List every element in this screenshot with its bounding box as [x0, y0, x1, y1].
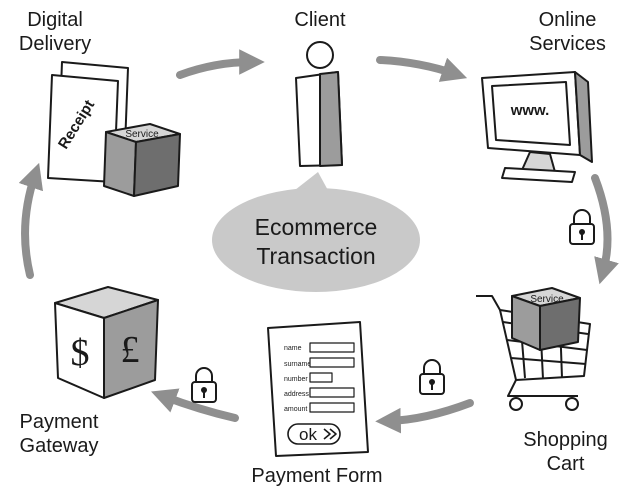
label-shopping-cart: Shopping Cart	[508, 428, 623, 476]
arrow-delivery-to-client	[176, 49, 265, 79]
form-ok-text: ok	[299, 425, 317, 444]
form-input-box	[309, 402, 355, 413]
label-payment-form: Payment Form	[232, 464, 402, 488]
arrow-gateway-to-delivery	[18, 162, 44, 279]
cycle-arrows	[18, 49, 619, 434]
label-line: Digital	[27, 9, 83, 31]
payment-gateway-box-icon: $ £	[54, 286, 159, 399]
label-line: Payment Form	[251, 465, 383, 487]
padlock-icon	[419, 359, 445, 395]
label-line: Delivery	[18, 33, 92, 55]
arrow-services-to-cart	[591, 174, 619, 285]
form-field-label: amount	[284, 406, 307, 413]
form-field-label: name	[284, 345, 302, 352]
label-payment-gateway: Payment Gateway	[4, 410, 114, 458]
center-title-line1: Ecommerce	[255, 214, 378, 240]
monitor-icon: www.	[481, 71, 593, 183]
receipt-icon: Receipt	[47, 61, 129, 183]
label-line: Cart	[546, 453, 585, 475]
form-input-box	[309, 357, 355, 368]
label-line: Client	[294, 9, 346, 31]
label-line: Services	[529, 33, 606, 55]
form-input-box	[309, 387, 355, 398]
dollar-symbol: $	[71, 332, 90, 374]
padlock-icon	[191, 367, 217, 403]
label-line: Gateway	[19, 435, 99, 457]
client-person-icon	[295, 41, 343, 167]
shopping-cart-icon: Service	[476, 287, 591, 411]
padlock-icon	[569, 209, 595, 245]
label-line: Online	[538, 9, 597, 31]
delivery-box-text: Service	[125, 129, 159, 140]
center-bubble: Ecommerce Transaction	[212, 172, 420, 292]
center-title-line2: Transaction	[256, 243, 375, 269]
monitor-screen-text: www.	[510, 102, 550, 119]
form-input-box	[309, 342, 355, 353]
pound-symbol: £	[121, 329, 140, 371]
label-line: Payment	[19, 411, 99, 433]
form-field-label: surname	[284, 361, 311, 368]
arrow-form-to-gateway	[151, 388, 239, 422]
label-line: Shopping	[523, 429, 608, 451]
form-field-label: address	[284, 391, 309, 398]
form-input-box	[309, 372, 333, 383]
arrow-client-to-services	[376, 56, 468, 82]
payment-form-icon: name surname number address amount ok	[267, 321, 369, 457]
form-ok-button	[287, 423, 341, 445]
arrow-cart-to-form	[375, 399, 474, 434]
label-digital-delivery: Digital Delivery	[0, 8, 110, 56]
cart-box-text: Service	[530, 294, 564, 305]
service-box-icon: Service	[103, 123, 181, 197]
label-client: Client	[270, 8, 370, 32]
label-online-services: Online Services	[510, 8, 625, 56]
form-field-label: number	[284, 376, 308, 383]
